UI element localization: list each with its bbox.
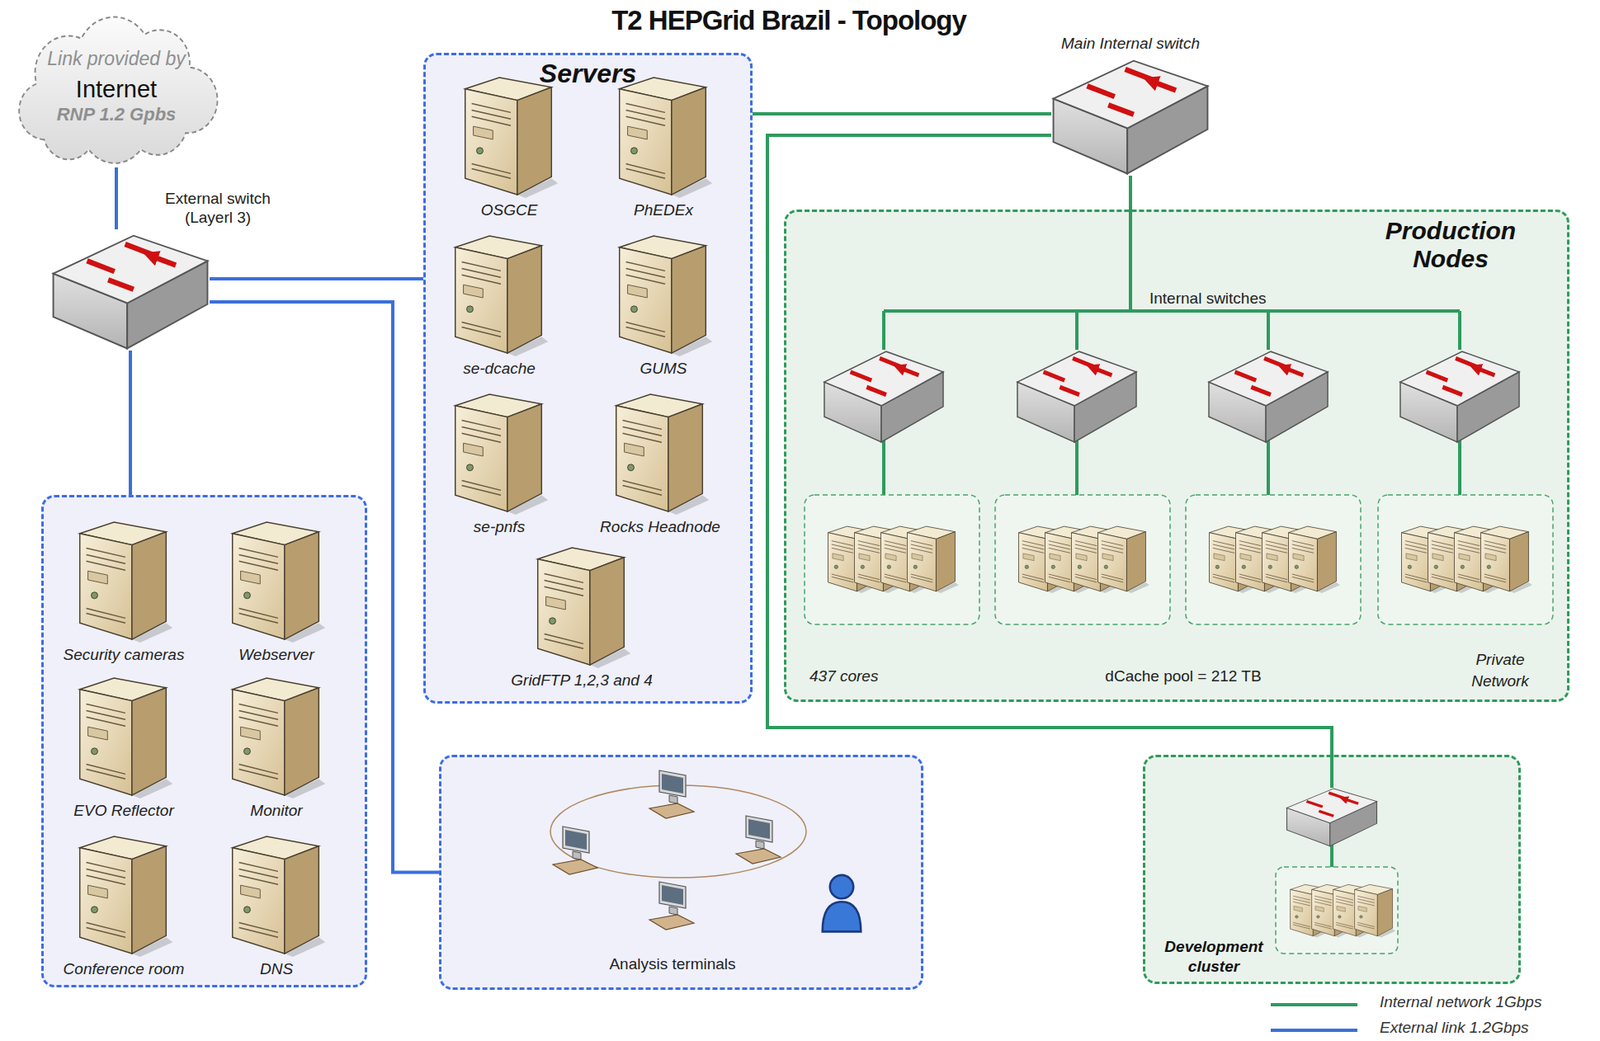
server-node: OSGCE — [455, 75, 563, 223]
diagram-title: T2 HEPGrid Brazil - Topology — [0, 4, 1578, 37]
server-icon — [74, 520, 174, 643]
server-label: se-pnfs — [473, 518, 525, 537]
server-icon — [74, 676, 174, 799]
server-label: Webserver — [238, 646, 315, 665]
node-label: Development cluster — [1151, 937, 1276, 977]
terminals-illustration — [438, 755, 924, 991]
server-node: se-dcache — [445, 234, 553, 382]
switch-icon — [51, 229, 210, 351]
server-label: Security cameras — [63, 646, 185, 665]
node-label: Link provided by — [8, 47, 225, 71]
group-box: Production NodesInternal switches 437 cor… — [783, 209, 1570, 703]
node-label: Private Network — [1454, 649, 1546, 693]
switch-node: Main Internal switch — [1051, 54, 1210, 176]
legend-swatch — [1270, 1028, 1358, 1033]
connector — [1128, 175, 1133, 210]
server-label: Rocks Headnode — [599, 518, 721, 537]
server-node: GridFTP 1,2,3 and 4 — [505, 546, 658, 694]
server-node: DNS — [222, 835, 331, 982]
server-node: Webserver — [222, 520, 331, 668]
server-node: Security cameras — [58, 520, 190, 668]
node-label: RNP 1.2 Gpbs — [8, 103, 225, 126]
connector — [114, 167, 118, 230]
legend-label: External link 1.2Gbps — [1379, 1019, 1530, 1038]
node-label: External switch (Layerl 3) — [143, 188, 293, 227]
node-label: Analysis terminals — [441, 955, 904, 974]
node-label: Internet — [8, 75, 225, 104]
switch-icon — [1051, 54, 1210, 176]
node-label: dCache pool = 212 TB — [1059, 667, 1308, 686]
legend: Internal network 1GbpsExternal link 1.2G… — [1270, 993, 1593, 1041]
server-label: PhEDEx — [633, 201, 694, 220]
legend-label: Internal network 1Gbps — [1379, 993, 1542, 1012]
node-label: Internal switches — [1149, 289, 1267, 308]
server-node: PhEDEx — [609, 75, 718, 223]
server-label: EVO Reflector — [73, 802, 174, 821]
server-node: GUMS — [609, 234, 718, 382]
production-illustration — [783, 209, 1570, 703]
connector — [752, 112, 1052, 116]
server-icon — [449, 392, 549, 515]
server-node: Rocks Headnode — [594, 392, 726, 540]
group-box: ServersOSGCE PhEDEx se-dcache GUMS se-pnfs Ro… — [423, 52, 753, 704]
server-label: GridFTP 1,2,3 and 4 — [510, 671, 652, 690]
server-node: se-pnfs — [445, 392, 553, 540]
node-label: Main Internal switch — [1034, 34, 1227, 53]
server-node: EVO Reflector — [68, 676, 180, 824]
group-box: Development cluster — [1142, 755, 1521, 985]
node-label: Production Nodes — [1364, 217, 1538, 274]
server-label: Monitor — [250, 802, 303, 821]
server-icon — [226, 835, 326, 958]
group-box: Security cameras WebserverEVO Reflector Mo… — [41, 495, 368, 988]
server-icon — [459, 75, 559, 199]
server-icon — [226, 676, 326, 799]
server-icon — [449, 234, 549, 357]
connector — [128, 350, 133, 496]
group-box: Analysis terminals — [438, 755, 924, 991]
node-label: Servers — [425, 58, 751, 90]
internet-cloud: Link provided by InternetRNP 1.2 Gpbs — [8, 6, 225, 168]
server-icon — [613, 234, 713, 357]
server-icon — [610, 392, 710, 515]
server-icon — [613, 75, 713, 199]
server-label: GUMS — [640, 359, 688, 378]
node-label: 437 cores — [809, 667, 878, 686]
connector — [209, 277, 424, 281]
server-icon — [226, 520, 326, 643]
server-label: Conference room — [63, 960, 185, 979]
server-label: DNS — [259, 960, 293, 979]
server-node: Conference room — [58, 835, 190, 982]
server-label: OSGCE — [481, 201, 539, 220]
legend-swatch — [1270, 1003, 1358, 1007]
server-node: Monitor — [222, 676, 331, 824]
server-label: se-dcache — [462, 359, 536, 378]
server-icon — [74, 835, 174, 958]
server-icon — [532, 546, 632, 669]
switch-node: External switch (Layerl 3) — [51, 229, 210, 351]
